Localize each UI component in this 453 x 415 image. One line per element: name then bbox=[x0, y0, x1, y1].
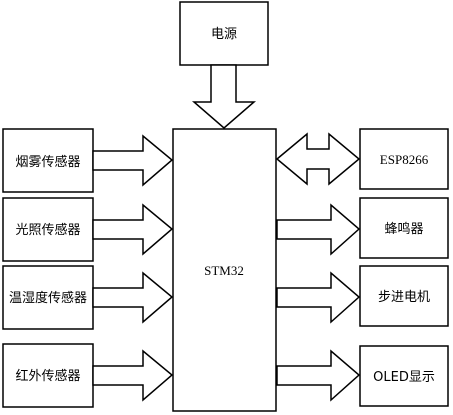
mcu-block: STM32 bbox=[172, 128, 277, 412]
output-label: ESP8266 bbox=[380, 152, 429, 167]
input-label: 光照传感器 bbox=[15, 222, 80, 238]
output-box bbox=[359, 197, 449, 259]
input-label: 温湿度传感器 bbox=[9, 290, 87, 306]
input-label: 烟雾传感器 bbox=[15, 154, 80, 170]
input-label: 红外传感器 bbox=[15, 368, 80, 384]
power-label: 电源 bbox=[211, 27, 237, 42]
output-esp8266: ESP8266 bbox=[275, 128, 449, 190]
mcu-box bbox=[172, 128, 277, 412]
output-label: 蜂鸣器 bbox=[384, 221, 423, 237]
input-box bbox=[2, 128, 94, 193]
output-stepper-motor: 步进电机 bbox=[276, 265, 449, 327]
output-label: OLED显示 bbox=[373, 370, 435, 385]
input-arrow bbox=[92, 134, 174, 187]
bidirectional-arrow bbox=[275, 132, 361, 186]
input-arrow bbox=[92, 203, 174, 256]
output-box bbox=[359, 345, 449, 407]
output-box bbox=[359, 128, 449, 190]
output-box bbox=[359, 265, 449, 327]
input-light-sensor: 光照传感器 bbox=[2, 197, 174, 262]
power-to-mcu-arrow bbox=[191, 64, 257, 129]
power-box bbox=[179, 1, 269, 66]
input-box bbox=[2, 343, 94, 408]
input-infrared-sensor: 红外传感器 bbox=[2, 343, 174, 408]
mcu-label: STM32 bbox=[204, 263, 244, 278]
output-arrow bbox=[276, 349, 361, 402]
input-temp-humidity-sensor: 温湿度传感器 bbox=[2, 265, 174, 330]
output-label: 步进电机 bbox=[378, 290, 430, 305]
input-box bbox=[2, 265, 94, 330]
input-smoke-sensor: 烟雾传感器 bbox=[2, 128, 174, 193]
output-buzzer: 蜂鸣器 bbox=[276, 197, 449, 259]
output-arrow bbox=[276, 271, 361, 324]
output-arrow bbox=[276, 203, 361, 256]
input-arrow bbox=[92, 349, 174, 402]
output-oled-display: OLED显示 bbox=[276, 345, 449, 407]
power-block: 电源 bbox=[179, 1, 269, 66]
input-arrow bbox=[92, 271, 174, 324]
